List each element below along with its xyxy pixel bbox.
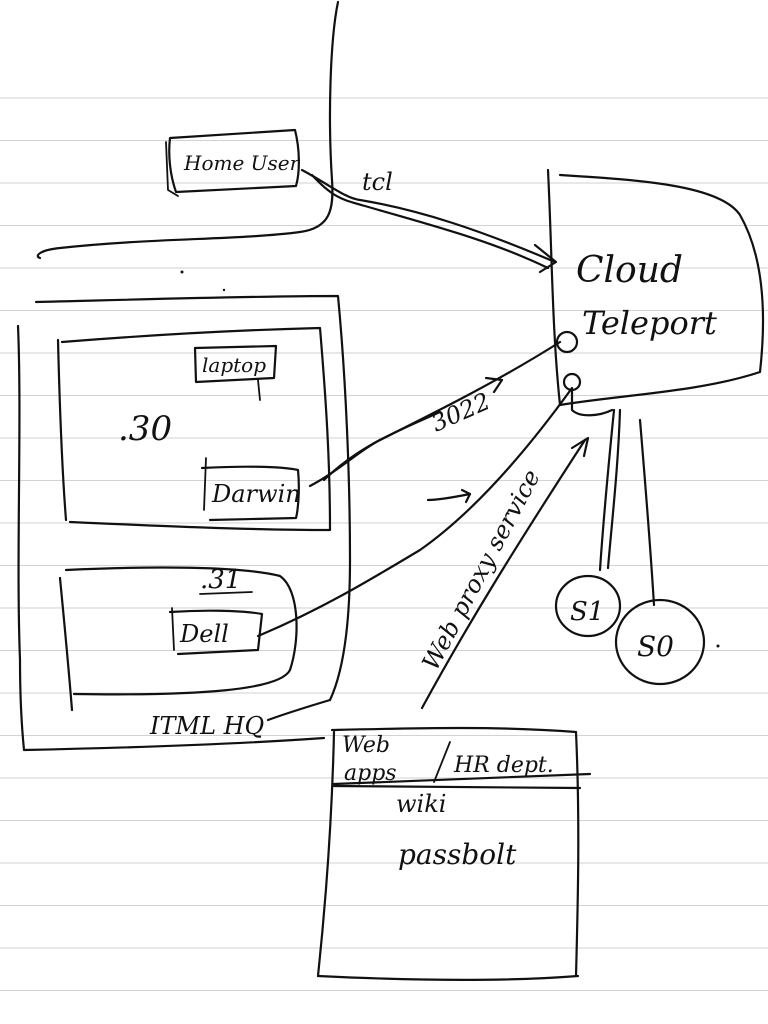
home-network-boundary	[36, 0, 340, 260]
web-apps-label-line1: Web	[342, 733, 390, 758]
tcl-label: tcl	[362, 168, 393, 196]
cloud-teleport-label-line1: Cloud	[576, 250, 683, 291]
web-apps-table[interactable]: Web apps HR dept. wiki passbolt	[316, 726, 592, 981]
dell-label: Dell	[179, 620, 229, 648]
s1-node[interactable]: S1	[554, 574, 622, 638]
home-to-cloud-arrow	[300, 168, 557, 264]
port-connector-1	[555, 330, 579, 354]
cloud-teleport-label-line2: Teleport	[582, 304, 717, 342]
dell-node[interactable]: Dell	[168, 607, 264, 656]
darwin-node[interactable]: Darwin	[200, 457, 301, 522]
cloud-teleport-node[interactable]: Cloud Teleport	[546, 168, 765, 417]
stray-dot	[180, 270, 184, 274]
port-3022-label: 3022	[427, 387, 494, 437]
itml-hq-region: ITML HQ	[16, 294, 352, 752]
hr-dept-label: HR dept.	[453, 753, 554, 778]
stray-dot	[222, 288, 226, 292]
subnet-30-box: .30	[56, 326, 332, 532]
cloud-to-s0-line	[638, 418, 656, 607]
wiki-label: wiki	[396, 790, 446, 818]
subnet-31-label: .31	[200, 565, 241, 595]
s0-label: S0	[637, 630, 674, 663]
laptop-node[interactable]: laptop	[193, 344, 278, 401]
cloud-to-s1-line	[598, 408, 616, 572]
home-user-label: Home User	[183, 151, 301, 175]
darwin-label: Darwin	[211, 480, 301, 508]
s0-node[interactable]: S0	[614, 598, 706, 686]
home-user-node[interactable]: Home User	[165, 128, 301, 197]
itml-hq-label: ITML HQ	[149, 712, 264, 740]
dell-to-cloud-line	[256, 386, 574, 638]
stray-dot	[716, 644, 720, 648]
subnet-31-box: .31	[58, 565, 298, 712]
subnet-30-label: .30	[118, 409, 172, 449]
passbolt-label: passbolt	[398, 838, 517, 871]
laptop-label: laptop	[202, 353, 266, 377]
s1-label: S1	[570, 597, 604, 627]
ruled-lines	[0, 97, 768, 991]
web-proxy-line	[420, 438, 587, 710]
web-apps-label-line2: apps	[344, 761, 397, 786]
